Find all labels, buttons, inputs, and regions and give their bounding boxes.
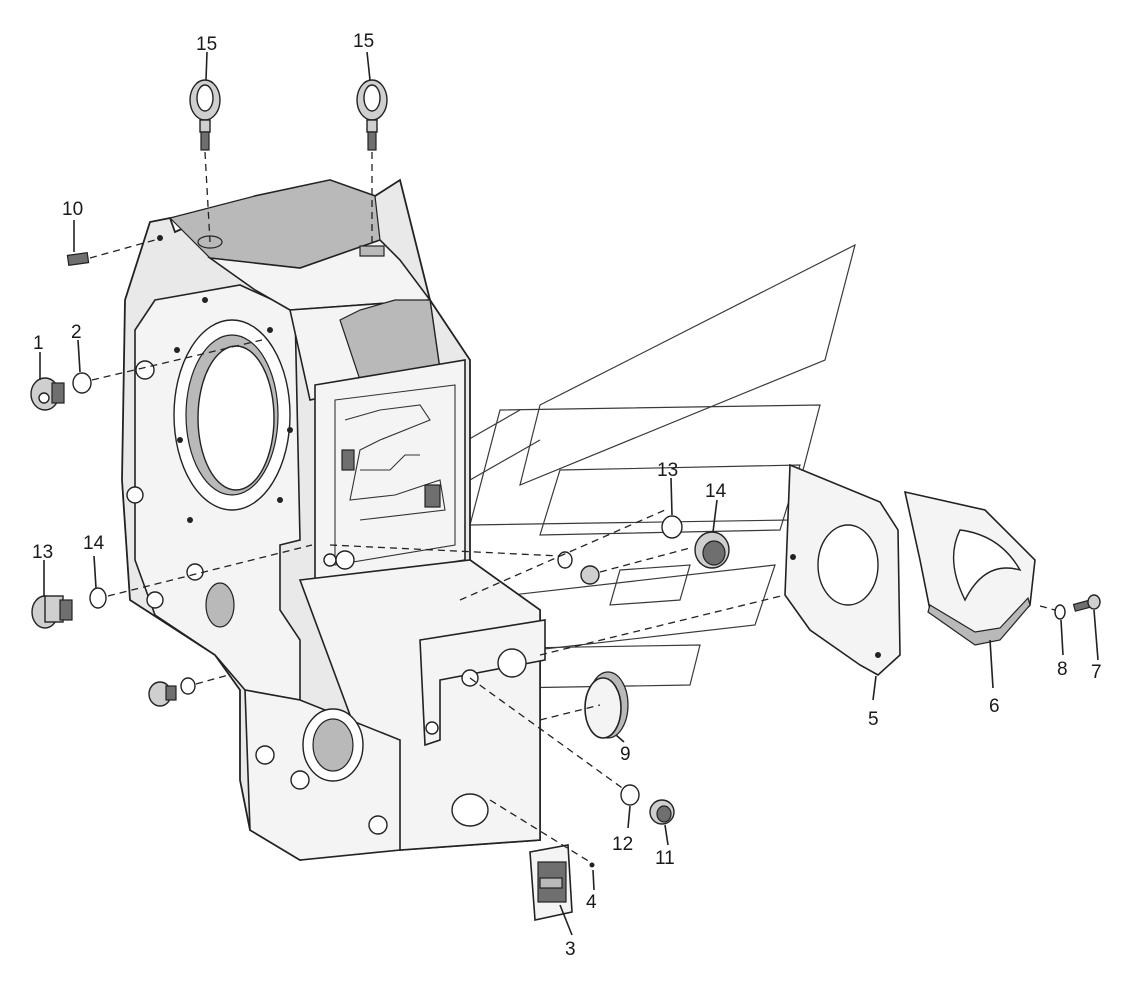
bolt-7 — [1072, 594, 1101, 612]
assembly-lines — [89, 151, 1056, 863]
washer-8 — [1054, 604, 1066, 620]
callout-14-left: 14 — [83, 533, 105, 554]
lifting-eye-left — [189, 79, 221, 151]
leader-lines — [39, 51, 1099, 936]
set-screw-10 — [66, 251, 90, 267]
o-ring-12 — [620, 784, 640, 806]
callout-15-left: 15 — [196, 34, 217, 55]
callout-2: 2 — [71, 322, 82, 343]
callout-4: 4 — [586, 892, 597, 913]
callout-13-left: 13 — [32, 542, 53, 563]
callout-15-right: 15 — [353, 31, 374, 52]
callout-6: 6 — [989, 696, 1000, 717]
callout-13-right: 13 — [657, 460, 678, 481]
plug-13-left — [31, 595, 73, 629]
o-ring-mid — [557, 551, 600, 585]
rivet-4 — [589, 862, 595, 868]
plug-14-right — [694, 531, 730, 569]
callout-1: 1 — [33, 333, 44, 354]
cover-plate-5 — [784, 463, 901, 676]
callout-14-right: 14 — [705, 481, 727, 502]
cap-9 — [584, 671, 629, 739]
callout-5: 5 — [868, 709, 879, 730]
callout-11: 11 — [655, 848, 675, 869]
callout-9: 9 — [620, 744, 631, 765]
plug-11 — [649, 799, 675, 825]
callout-labels: 15 15 10 1 2 13 14 13 14 5 6 8 7 9 12 11… — [32, 31, 1102, 960]
transmission-housing — [121, 178, 546, 861]
lifting-eye-right — [356, 79, 388, 151]
o-ring-13-right — [661, 515, 683, 539]
o-ring-2 — [72, 372, 92, 394]
plug-1 — [30, 377, 65, 411]
callout-8: 8 — [1057, 659, 1068, 680]
o-ring-14-left — [89, 587, 107, 609]
callout-10: 10 — [62, 199, 83, 220]
callout-3: 3 — [565, 939, 576, 960]
cover-6 — [903, 490, 1036, 646]
callout-12: 12 — [612, 834, 633, 855]
plug-lower-left — [148, 677, 196, 707]
callout-7: 7 — [1091, 662, 1102, 683]
nameplate-3 — [529, 844, 573, 921]
